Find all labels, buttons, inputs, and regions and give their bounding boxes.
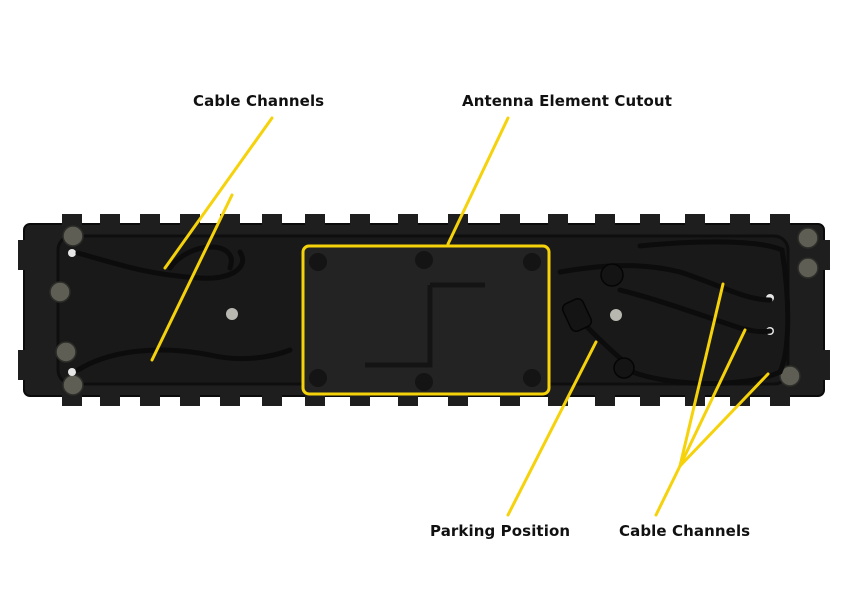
tooth (730, 214, 750, 228)
tooth (595, 392, 615, 406)
tooth (100, 392, 120, 406)
callout-line-left-upper (163, 116, 274, 270)
tooth (548, 392, 568, 406)
boss (62, 225, 84, 247)
tooth (730, 392, 750, 406)
left-tab-bottom (18, 350, 28, 380)
callout-line-right-stem (654, 464, 682, 517)
boss (415, 373, 433, 391)
callout-line-parking (506, 340, 598, 517)
parking-knob (613, 357, 635, 379)
boss (523, 253, 541, 271)
channel-right-mid (617, 287, 773, 335)
boss (797, 227, 819, 249)
boss (55, 341, 77, 363)
tooth (548, 214, 568, 228)
right-pin (610, 309, 622, 321)
tooth (180, 392, 200, 406)
tooth (640, 392, 660, 406)
hole (68, 249, 76, 257)
tooth (595, 214, 615, 228)
cutout-plate (301, 244, 551, 396)
tooth (100, 214, 120, 228)
boss (49, 281, 71, 303)
boss (523, 369, 541, 387)
channel-upper-loop (167, 244, 234, 271)
tooth (220, 214, 240, 228)
tooth (140, 214, 160, 228)
boss (309, 369, 327, 387)
tooth (398, 214, 418, 228)
tooth (262, 214, 282, 228)
tooth (770, 214, 790, 228)
channel-upper (75, 249, 245, 281)
channel-lower (75, 347, 293, 373)
mounting-bosses (49, 225, 819, 396)
boss (309, 253, 327, 271)
tooth (640, 214, 660, 228)
tooth (500, 214, 520, 228)
boss (779, 365, 801, 387)
parking-clip (561, 297, 593, 333)
parking-knob (600, 263, 624, 287)
top-teeth (62, 214, 790, 228)
parking-position-label: Parking Position (430, 522, 571, 540)
parking-clips (561, 263, 635, 379)
right-tab-top (820, 240, 830, 270)
boss (797, 257, 819, 279)
tooth (62, 392, 82, 406)
boss (415, 251, 433, 269)
hole (68, 368, 76, 376)
center-pin (226, 308, 238, 320)
tooth (685, 214, 705, 228)
tooth (220, 392, 240, 406)
callout-line-right-1 (678, 282, 725, 468)
cable-channels-label-right: Cable Channels (619, 522, 751, 540)
cutout-bosses (309, 251, 541, 391)
cutout-groove (365, 282, 485, 368)
tooth (770, 392, 790, 406)
tooth (262, 392, 282, 406)
cable-channels-label-left: Cable Channels (193, 92, 325, 110)
antenna-cutout (301, 244, 551, 396)
boss (62, 374, 84, 396)
cable-channels-left (75, 244, 293, 373)
tooth (305, 214, 325, 228)
tooth (62, 214, 82, 228)
callout-line-right-3 (678, 372, 770, 468)
callout-line-right-2 (678, 328, 747, 468)
callout-lines (150, 116, 770, 517)
antenna-element-cutout-label: Antenna Element Cutout (462, 92, 672, 110)
tooth (140, 392, 160, 406)
right-tab-bottom (820, 350, 830, 380)
callout-line-antenna (446, 116, 510, 246)
left-tab-top (18, 240, 28, 270)
callout-line-left-lower (150, 193, 234, 362)
tooth (350, 214, 370, 228)
channel-right-upper (557, 263, 773, 303)
